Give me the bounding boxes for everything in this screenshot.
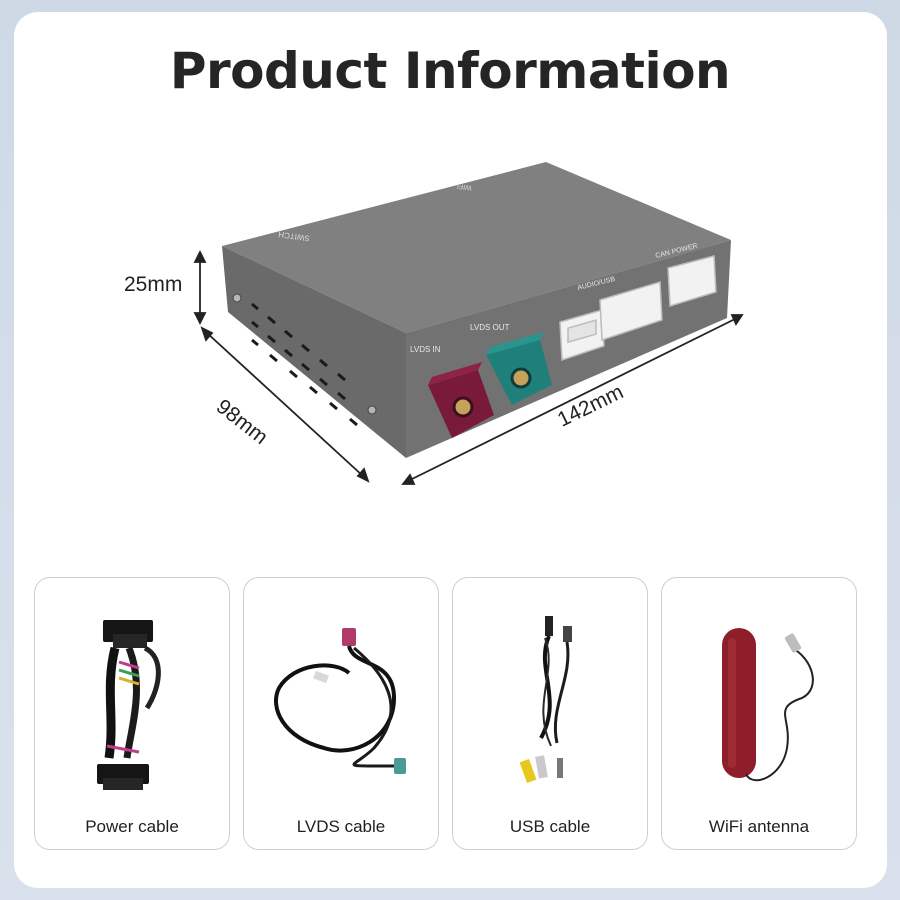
lvds-cable-image bbox=[274, 628, 406, 774]
accessory-label: WiFi antenna bbox=[708, 817, 810, 836]
power-cable-image bbox=[97, 620, 161, 790]
dimension-height: 25mm bbox=[124, 273, 183, 296]
port-label-wifi: WIFI bbox=[457, 182, 473, 191]
lvds-out-connector bbox=[486, 332, 552, 405]
box-left-face bbox=[222, 246, 406, 458]
screw-icon bbox=[367, 405, 377, 415]
port-label-lvds-out: LVDS OUT bbox=[470, 323, 510, 332]
accessory-label: Power cable bbox=[85, 817, 179, 836]
accessory-label: LVDS cable bbox=[296, 817, 386, 836]
vent-slots bbox=[251, 302, 358, 427]
screw-icon bbox=[232, 293, 242, 303]
usb-cable-image bbox=[519, 616, 572, 784]
accessory-card-power-cable: Power cable bbox=[34, 577, 230, 850]
page-title: Product Information bbox=[169, 42, 731, 100]
port-label-switch: SWITCH bbox=[278, 230, 311, 243]
lvds-in-connector bbox=[428, 362, 494, 438]
wifi-antenna-image bbox=[722, 628, 814, 782]
port-label-lvds-in: LVDS IN bbox=[410, 345, 441, 354]
audio-usb-connector bbox=[559, 281, 663, 362]
box-top-face bbox=[222, 162, 731, 333]
product-illustration: SWITCH WIFI LVDS IN LVDS OUT AUDIO/USB C… bbox=[193, 162, 744, 485]
accessory-card-lvds-cable: LVDS cable bbox=[243, 577, 439, 850]
dimension-arrows bbox=[193, 249, 744, 485]
can-power-connector bbox=[667, 255, 717, 307]
accessory-label: USB cable bbox=[509, 817, 591, 836]
accessory-card-wifi-antenna: WiFi antenna bbox=[661, 577, 857, 850]
accessory-card-usb-cable: USB cable bbox=[452, 577, 648, 850]
